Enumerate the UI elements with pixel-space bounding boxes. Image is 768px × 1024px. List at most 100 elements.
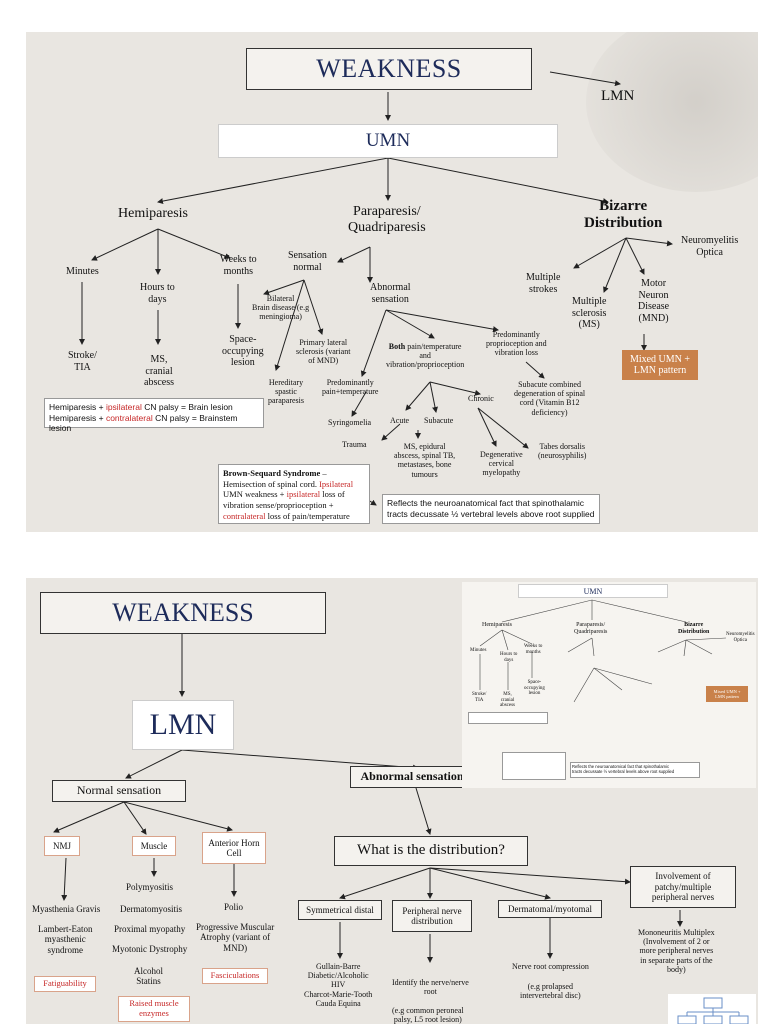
ms-cranial-label: MS, cranial abscess bbox=[144, 354, 174, 388]
both-label: Both pain/temperature and vibration/prop… bbox=[386, 342, 464, 370]
pred-pain-label: Predominantly pain+temperature bbox=[322, 378, 379, 397]
mixed-umn-lmn-box: Mixed UMN + LMN pattern bbox=[622, 350, 698, 380]
weakness-title-box: WEAKNESS bbox=[246, 48, 532, 90]
lmn-label: LMN bbox=[601, 88, 635, 104]
syringomelia-label: Syringomelia bbox=[328, 418, 372, 427]
hemiparesis-cn-note: Hemiparesis + ipsilateral CN palsy = Bra… bbox=[44, 398, 264, 433]
tabes-label: Tabes dorsalis (neurosyphilis) bbox=[538, 442, 587, 461]
pma-label: Progressive Muscular Atrophy (variant of… bbox=[196, 922, 275, 953]
involvement-box: Involvement of patchy/multiple periphera… bbox=[630, 866, 736, 908]
dermatomal-box: Dermatomal/myotomal bbox=[498, 900, 602, 918]
lambert-eaton-label: Lambert-Eaton myasthenic syndrome bbox=[38, 924, 93, 955]
hours-label: Hours to days bbox=[140, 282, 175, 305]
slide-lmn-weakness: WEAKNESS LMN Normal sensation Abnormal s… bbox=[26, 578, 758, 1024]
acute-label: Acute bbox=[390, 416, 410, 425]
ms-epidural-label: MS, epidural abscess, spinal TB, metasta… bbox=[394, 442, 456, 479]
symmetrical-distal-box: Symmetrical distal bbox=[298, 900, 382, 920]
thumb-reflects-note: Reflects the neuroanatomical fact that s… bbox=[570, 762, 700, 778]
hemi-note2-a: Hemiparesis + bbox=[49, 412, 106, 423]
bs-dash: – bbox=[320, 468, 327, 478]
umn-label: UMN bbox=[365, 130, 411, 151]
slide2-connector-lines bbox=[53, 634, 683, 963]
thumb-minutes: Minutes bbox=[470, 648, 487, 653]
mononeuritis-label: Mononeuritis Multiplex (Involvement of 2… bbox=[638, 928, 715, 974]
thumb-paraparesis: Paraparesis/ Quadriparesis bbox=[574, 622, 608, 635]
bs-l5-a: contralateral bbox=[223, 510, 266, 521]
thumb-weeks: Weeks to months bbox=[524, 644, 543, 655]
slide-umn-weakness: WEAKNESS LMN UMN Hemiparesis Paraparesis… bbox=[26, 32, 758, 532]
fasciculations-box: Fasciculations bbox=[202, 968, 268, 984]
myotonic-label: Myotonic Dystrophy bbox=[112, 944, 188, 954]
pred-proprioception-label: Predominantly proprioception and vibrati… bbox=[486, 330, 547, 358]
distribution-box: What is the distribution? bbox=[334, 836, 528, 866]
bs-line1: Brown-Sequard Syndrome – bbox=[223, 468, 365, 479]
slide1-connector-lines bbox=[79, 71, 673, 506]
hemi-note1-b: ipsilateral bbox=[105, 402, 142, 412]
thumb-umn-box: UMN bbox=[518, 584, 668, 598]
lmn-box: LMN bbox=[132, 700, 234, 750]
hemi-note2-b: contralateral bbox=[105, 412, 153, 423]
bs-l2-b: Ipsilateral bbox=[319, 478, 354, 489]
hemi-note2-c: CN palsy = Brainstem lesion bbox=[49, 412, 238, 434]
bs-l3-a: UMN weakness + bbox=[223, 489, 287, 500]
bs-l3-c: loss of bbox=[320, 489, 345, 500]
mnd-label: Motor Neuron Disease (MND) bbox=[638, 278, 670, 324]
dermatomyositis-label: Dermatomyositis bbox=[120, 904, 182, 914]
hemi-note-line1: Hemiparesis + ipsilateral CN palsy = Bra… bbox=[49, 402, 259, 413]
hemi-note1-c: CN palsy = Brain lesion bbox=[141, 402, 233, 412]
both-rest: pain/temperature and vibration/proprioce… bbox=[386, 342, 465, 370]
sensation-normal-label: Sensation normal bbox=[288, 250, 327, 273]
myasthenia-label: Myasthenia Gravis bbox=[32, 904, 101, 914]
weakness-title-box-2: WEAKNESS bbox=[40, 592, 326, 634]
stroke-label: Stroke/ TIA bbox=[68, 350, 97, 373]
subacute-combined-label: Subacute combined degeneration of spinal… bbox=[514, 380, 586, 417]
umn-box: UMN bbox=[218, 124, 558, 158]
hemi-note-line2: Hemiparesis + contralateral CN palsy = B… bbox=[49, 413, 259, 434]
flowchart-icon-svg bbox=[677, 997, 749, 1024]
brown-sequard-note: Brown-Sequard Syndrome – Hemisection of … bbox=[218, 464, 370, 524]
bilateral-brain-label: Bilateral Brain disease (e.g meningioma) bbox=[252, 294, 310, 322]
paraparesis-label: Paraparesis/ Quadriparesis bbox=[348, 204, 426, 236]
bs-l2-a: Hemisection of spinal cord. bbox=[223, 478, 320, 489]
weakness-title: WEAKNESS bbox=[316, 54, 462, 84]
subacute-label: Subacute bbox=[424, 416, 454, 425]
alcohol-statins-label: Alcohol Statins bbox=[134, 966, 163, 987]
neuromyelitis-label: Neuromyelitis Optica bbox=[681, 235, 739, 258]
bizarre-distribution-label: Bizarre Distribution bbox=[584, 198, 663, 232]
thumb-bizarre: Bizarre Distribution bbox=[678, 622, 710, 635]
peroneal-label: (e.g common peroneal palsy, L5 root lesi… bbox=[392, 1006, 464, 1024]
nmj-box: NMJ bbox=[44, 836, 80, 856]
prolapsed-label: (e.g prolapsed intervertebral disc) bbox=[520, 982, 581, 1001]
weeks-label: Weeks to months bbox=[220, 254, 257, 277]
fatiguability-box: Fatiguability bbox=[34, 976, 96, 992]
nerve-root-label: Nerve root compression bbox=[512, 962, 589, 971]
thumb-hours: Hours to days bbox=[500, 652, 518, 663]
gullain-barre-label: Gullain-Barre Diabetic/Alcoholic HIV Cha… bbox=[304, 962, 373, 1008]
both-bold: Both bbox=[388, 342, 406, 351]
bs-line2: Hemisection of spinal cord. Ipsilateral bbox=[223, 479, 365, 490]
identify-nerve-label: Identify the nerve/nerve root bbox=[392, 978, 469, 997]
muscle-box: Muscle bbox=[132, 836, 176, 856]
multiple-strokes-label: Multiple strokes bbox=[526, 272, 561, 295]
flowchart-icon bbox=[668, 994, 756, 1024]
proximal-myopathy-label: Proximal myopathy bbox=[114, 924, 186, 934]
normal-sensation-box: Normal sensation bbox=[52, 780, 186, 802]
anterior-horn-box: Anterior Horn Cell bbox=[202, 832, 266, 864]
raised-enzymes-box: Raised muscle enzymes bbox=[118, 996, 190, 1022]
peripheral-nerve-box: Peripheral nerve distribution bbox=[392, 900, 472, 932]
primary-lateral-label: Primary lateral sclerosis (variant of MN… bbox=[296, 338, 351, 366]
thumb-ms: MS, cranial abscess bbox=[500, 692, 515, 708]
bs-line5: contralateral loss of pain/temperature bbox=[223, 511, 365, 522]
thumb-neuromyelitis: Neuromyelitis Optica bbox=[726, 632, 755, 643]
polymyositis-label: Polymyositis bbox=[126, 882, 174, 892]
minutes-label: Minutes bbox=[66, 266, 99, 277]
umn-thumbnail: UMN Hemiparesis Paraparesis/ Quadripares… bbox=[462, 582, 756, 788]
bs-line3: UMN weakness + ipsilateral loss of bbox=[223, 489, 365, 500]
reflects-note: Reflects the neuroanatomical fact that s… bbox=[382, 494, 600, 524]
abnormal-sensation-label: Abnormal sensation bbox=[370, 282, 411, 305]
space-occupying-label: Space- occupying lesion bbox=[222, 334, 264, 368]
thumb-space: Space- occupying lesion bbox=[524, 680, 545, 696]
polio-label: Polio bbox=[224, 902, 244, 912]
thumb-bs-note bbox=[502, 752, 566, 780]
multiple-sclerosis-label: Multiple sclerosis (MS) bbox=[572, 296, 607, 330]
